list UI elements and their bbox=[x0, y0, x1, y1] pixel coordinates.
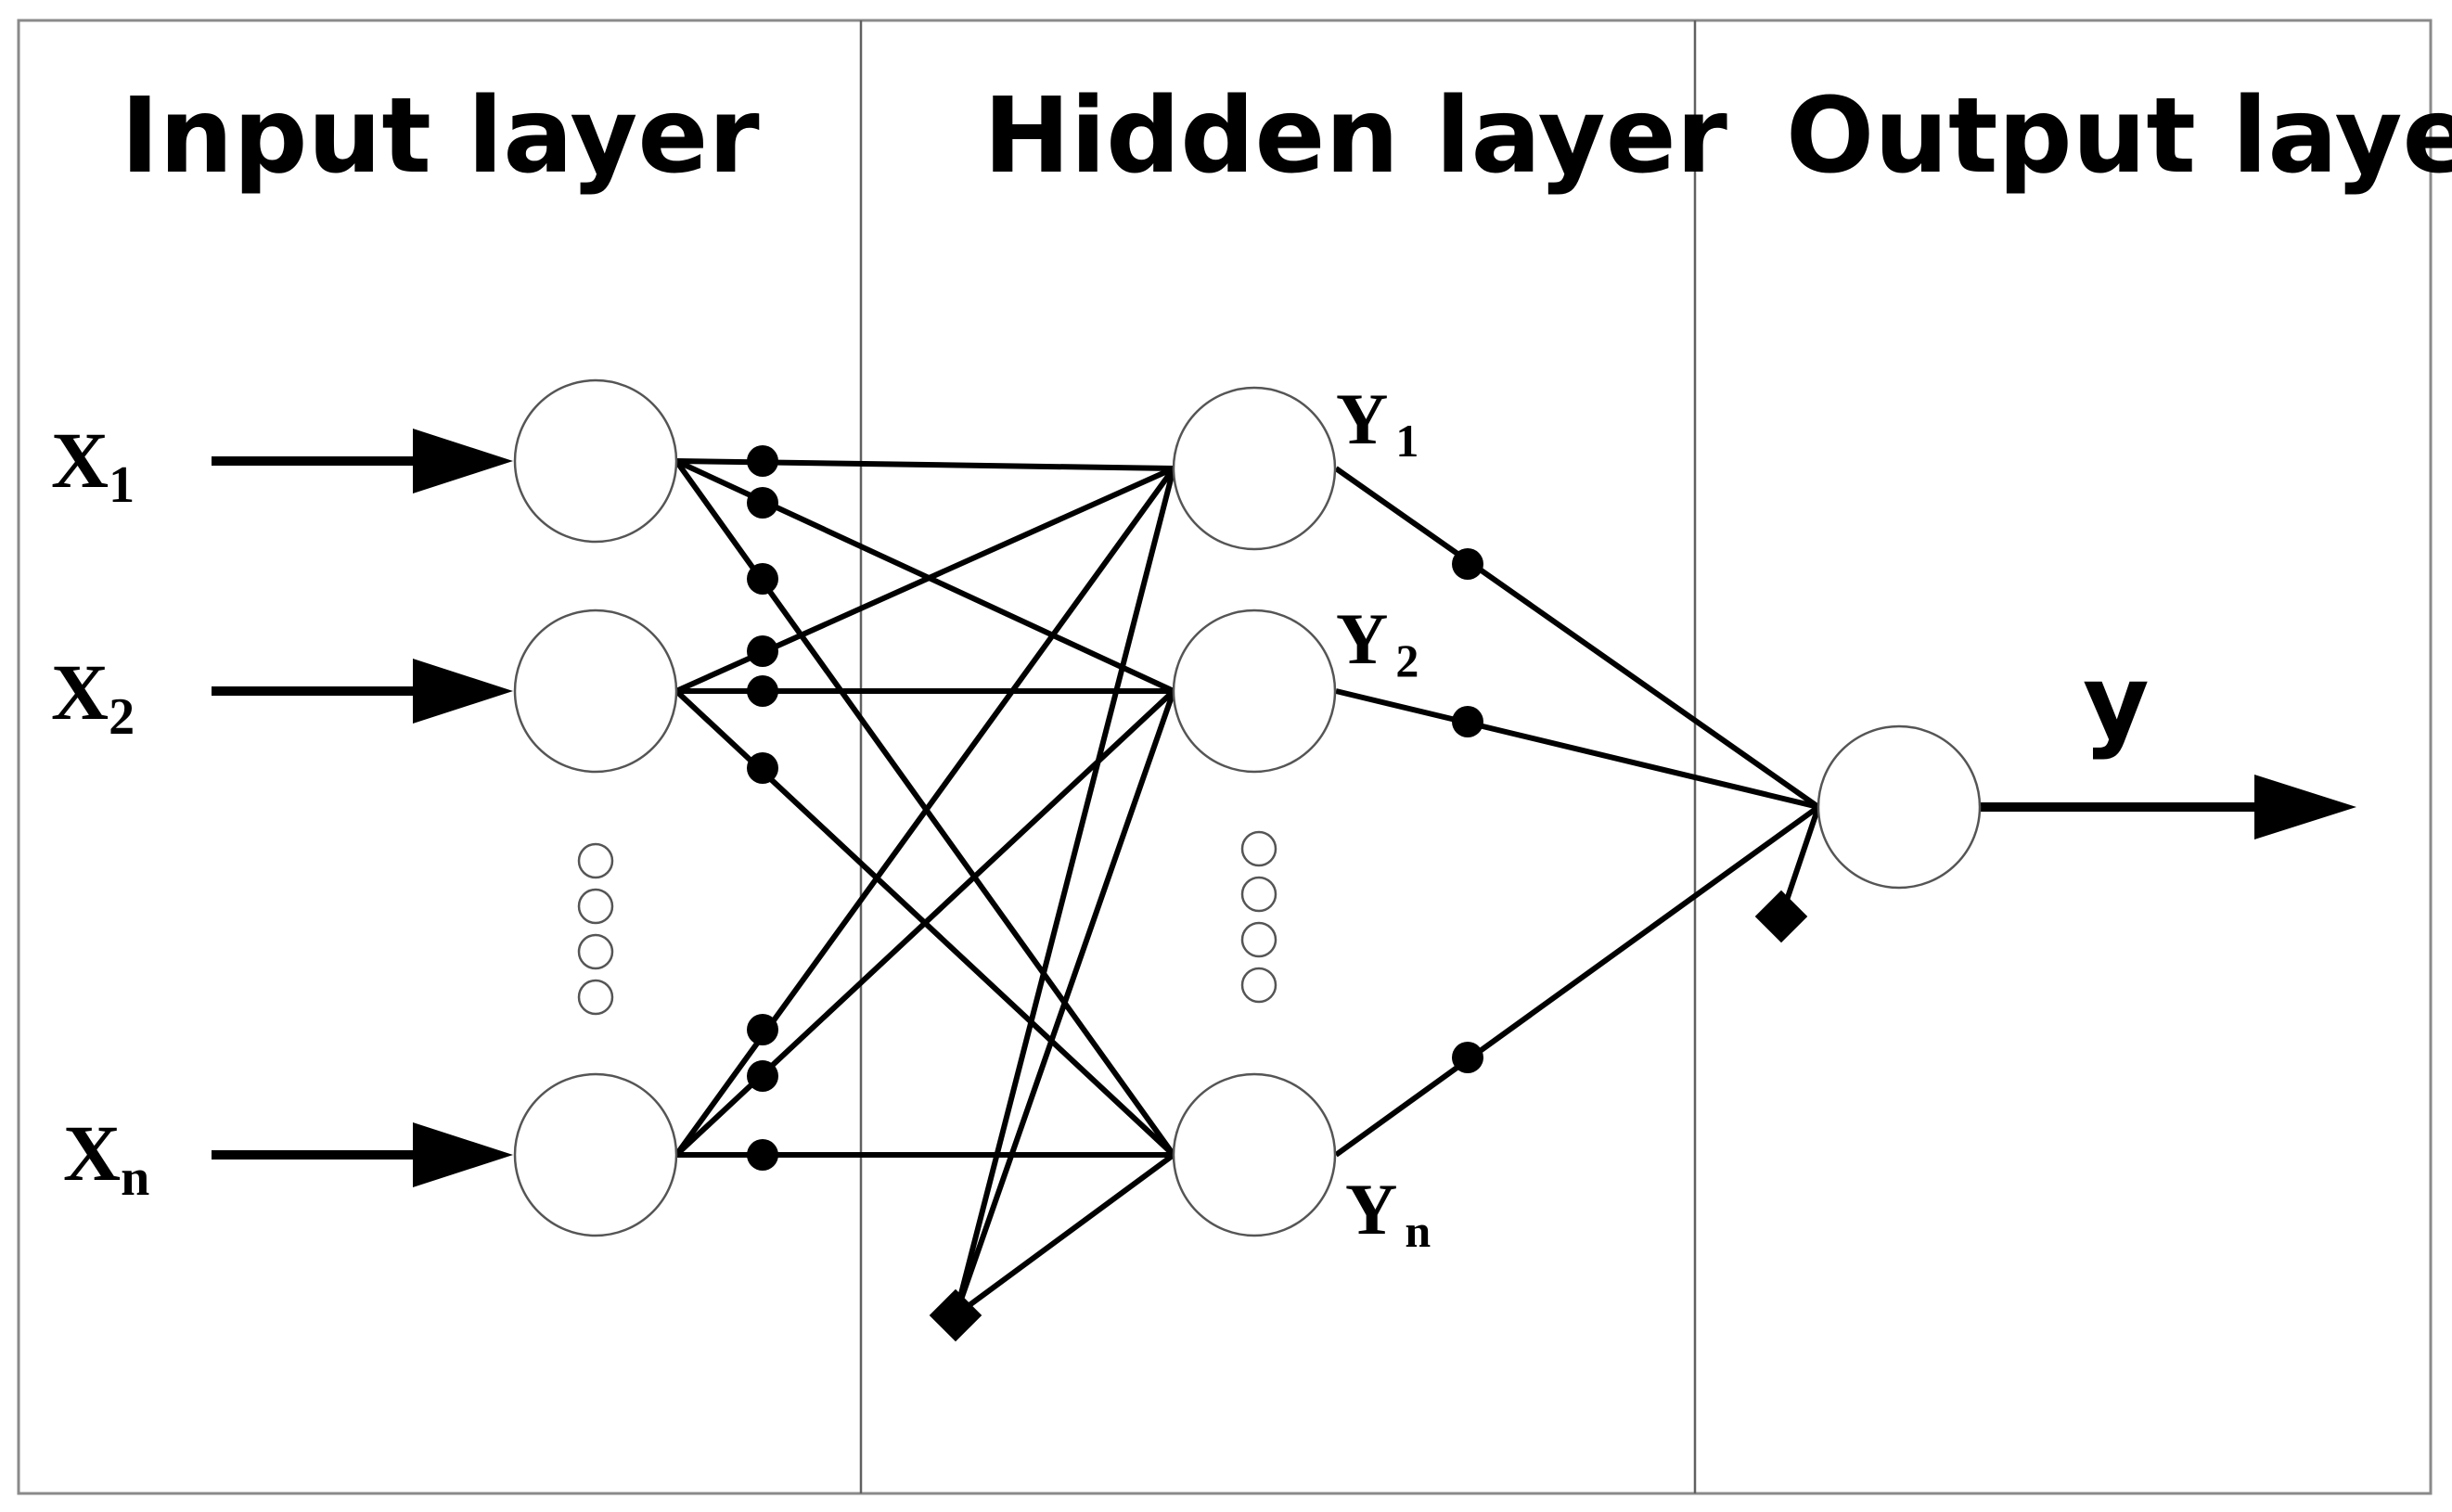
weight-dot bbox=[1452, 706, 1483, 737]
weight-dot bbox=[747, 1139, 778, 1171]
hidden-neuron-1 bbox=[1172, 386, 1337, 551]
output-bias-diamond bbox=[1754, 890, 1808, 943]
output-label: y bbox=[2083, 643, 2150, 762]
hidden-layer-title: Hidden layer bbox=[983, 76, 1727, 197]
hidden-neuron-2 bbox=[1172, 609, 1337, 774]
hidden-to-output-connections bbox=[1334, 466, 1821, 1158]
input-neuron-1 bbox=[513, 378, 678, 544]
input-label-2: X2 bbox=[51, 647, 135, 746]
input-neuron-n bbox=[513, 1072, 678, 1237]
weight-dot bbox=[747, 1014, 778, 1045]
weight-dot bbox=[747, 675, 778, 707]
hidden-bias-diamond bbox=[929, 1288, 982, 1342]
weight-dot bbox=[747, 487, 778, 519]
hidden-neuron-n bbox=[1172, 1072, 1337, 1237]
input-label-1: X1 bbox=[51, 416, 135, 514]
weight-dot bbox=[747, 752, 778, 784]
input-neuron-2 bbox=[513, 609, 678, 774]
weight-dot bbox=[1452, 548, 1483, 580]
output-neuron bbox=[1817, 724, 1982, 890]
weight-dot bbox=[747, 1060, 778, 1092]
input-to-hidden-connections bbox=[674, 458, 1176, 1158]
weight-dots bbox=[747, 445, 1483, 1171]
arrowhead-icon bbox=[2254, 775, 2356, 839]
arrowhead-icon bbox=[413, 1122, 513, 1187]
hidden-bias-connections bbox=[953, 468, 1176, 1318]
input-arrows bbox=[212, 429, 513, 1187]
input-label-n: Xn bbox=[63, 1108, 149, 1207]
arrowhead-icon bbox=[413, 429, 513, 493]
hidden-ellipsis bbox=[1240, 830, 1277, 1004]
weight-dot bbox=[747, 445, 778, 477]
weight-dot bbox=[747, 563, 778, 595]
input-layer-title: Input layer bbox=[121, 76, 760, 197]
diagram-frame bbox=[17, 19, 2433, 1495]
weight-dot bbox=[747, 635, 778, 667]
input-ellipsis bbox=[577, 842, 614, 1016]
arrowhead-icon bbox=[413, 659, 513, 724]
output-layer-title: Output layer bbox=[1786, 76, 2452, 197]
weight-dot bbox=[1452, 1042, 1483, 1073]
